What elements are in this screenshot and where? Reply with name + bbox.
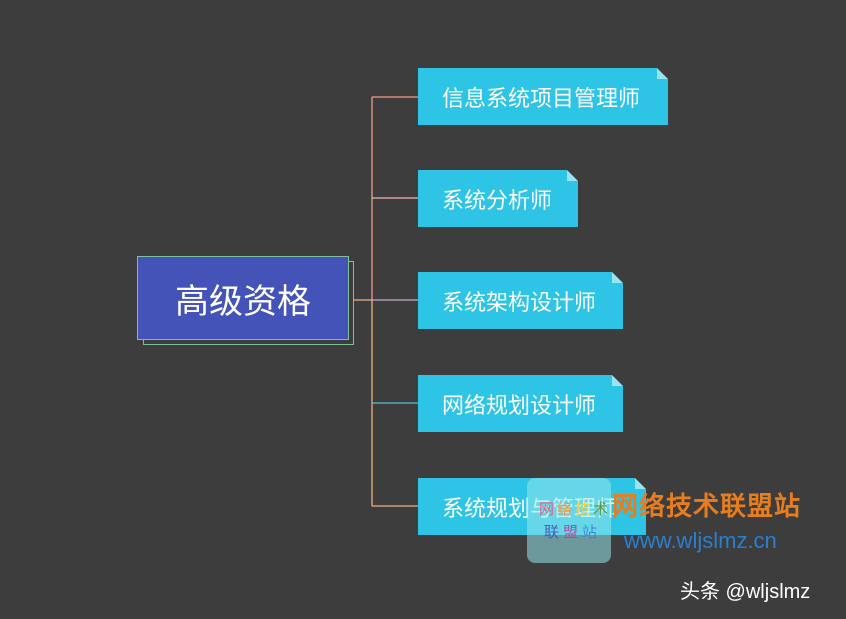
watermark-logo-char: 盟 xyxy=(563,523,579,541)
corner-fold-icon xyxy=(612,375,623,386)
watermark-title: 网络技术联盟站 xyxy=(612,492,802,522)
leaf-node-2[interactable]: 系统分析师 xyxy=(418,170,578,227)
watermark-logo-char: 络 xyxy=(557,500,573,518)
leaf-node-1[interactable]: 信息系统项目管理师 xyxy=(418,68,668,125)
watermark-logo-char: 网 xyxy=(539,500,555,518)
root-node-label: 高级资格 xyxy=(175,281,311,322)
corner-fold-icon xyxy=(635,478,646,489)
watermark-logo-char: 技 xyxy=(575,500,591,518)
leaf-node-3[interactable]: 系统架构设计师 xyxy=(418,272,623,329)
leaf-node-label: 信息系统项目管理师 xyxy=(442,86,641,112)
watermark-logo-char: 联 xyxy=(544,523,560,541)
corner-fold-icon xyxy=(567,170,578,181)
watermark-logo: 网 络 技 术 联 盟 站 xyxy=(527,478,611,563)
watermark-logo-char: 站 xyxy=(582,523,598,541)
root-node[interactable]: 高级资格 xyxy=(137,256,349,340)
leaf-node-4[interactable]: 网络规划设计师 xyxy=(418,375,623,432)
watermark-url: www.wljslmz.cn xyxy=(624,528,777,553)
leaf-node-label: 网络规划设计师 xyxy=(442,393,597,419)
toutiao-credit: 头条 @wljslmz xyxy=(680,581,811,603)
leaf-node-label: 系统分析师 xyxy=(442,188,553,214)
watermark-logo-char: 术 xyxy=(593,500,609,518)
corner-fold-icon xyxy=(657,68,668,79)
corner-fold-icon xyxy=(612,272,623,283)
leaf-node-label: 系统架构设计师 xyxy=(442,290,597,316)
